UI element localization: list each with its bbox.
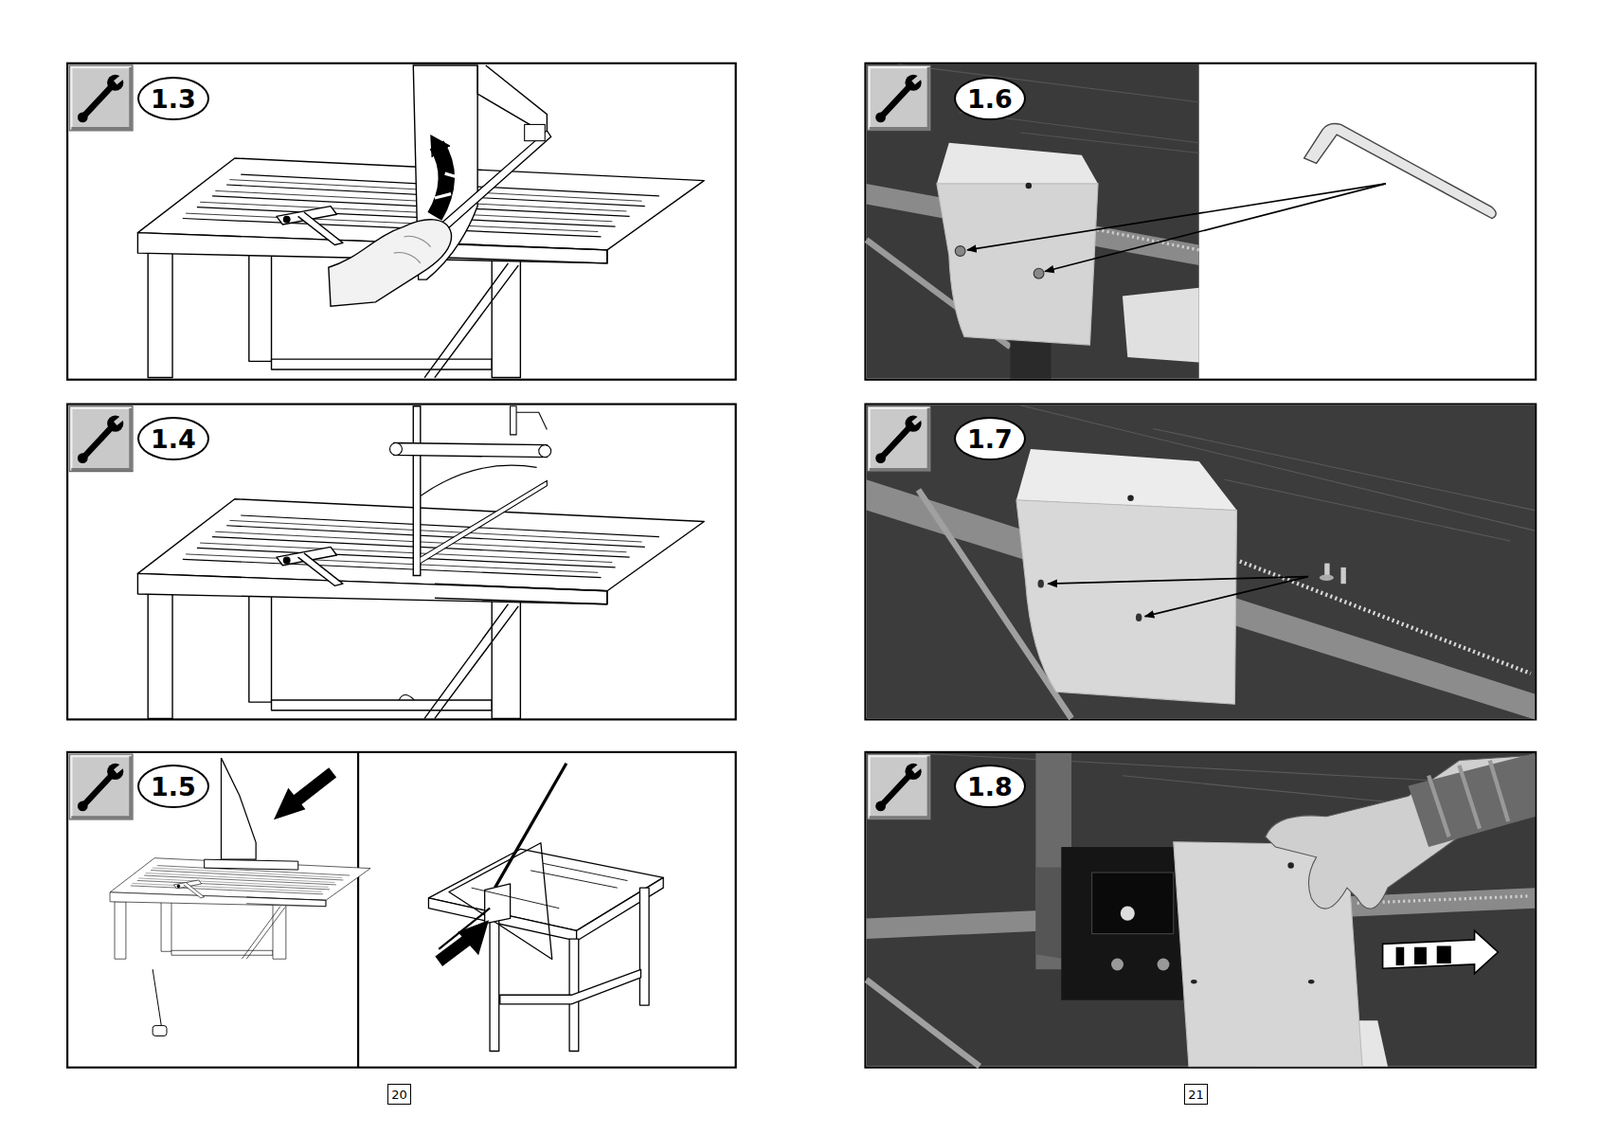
page-number-text: 20 — [391, 1088, 408, 1101]
step-number: 1.7 — [953, 416, 1026, 461]
step-number: 1.4 — [137, 416, 210, 461]
step-number: 1.3 — [137, 76, 210, 121]
step-number-text: 1.3 — [150, 86, 197, 112]
step-number-text: 1.7 — [967, 426, 1013, 452]
step-number: 1.8 — [953, 764, 1026, 809]
step-number-text: 1.8 — [967, 773, 1013, 800]
step-number-text: 1.4 — [150, 426, 197, 452]
step-number: 1.6 — [953, 76, 1026, 121]
step-number-text: 1.6 — [967, 86, 1013, 112]
step-number: 1.5 — [137, 764, 210, 809]
page-number-text: 21 — [1187, 1088, 1205, 1101]
step-number-text: 1.5 — [150, 773, 197, 800]
page-number: 21 — [1184, 1083, 1208, 1105]
page-number: 20 — [387, 1083, 412, 1105]
